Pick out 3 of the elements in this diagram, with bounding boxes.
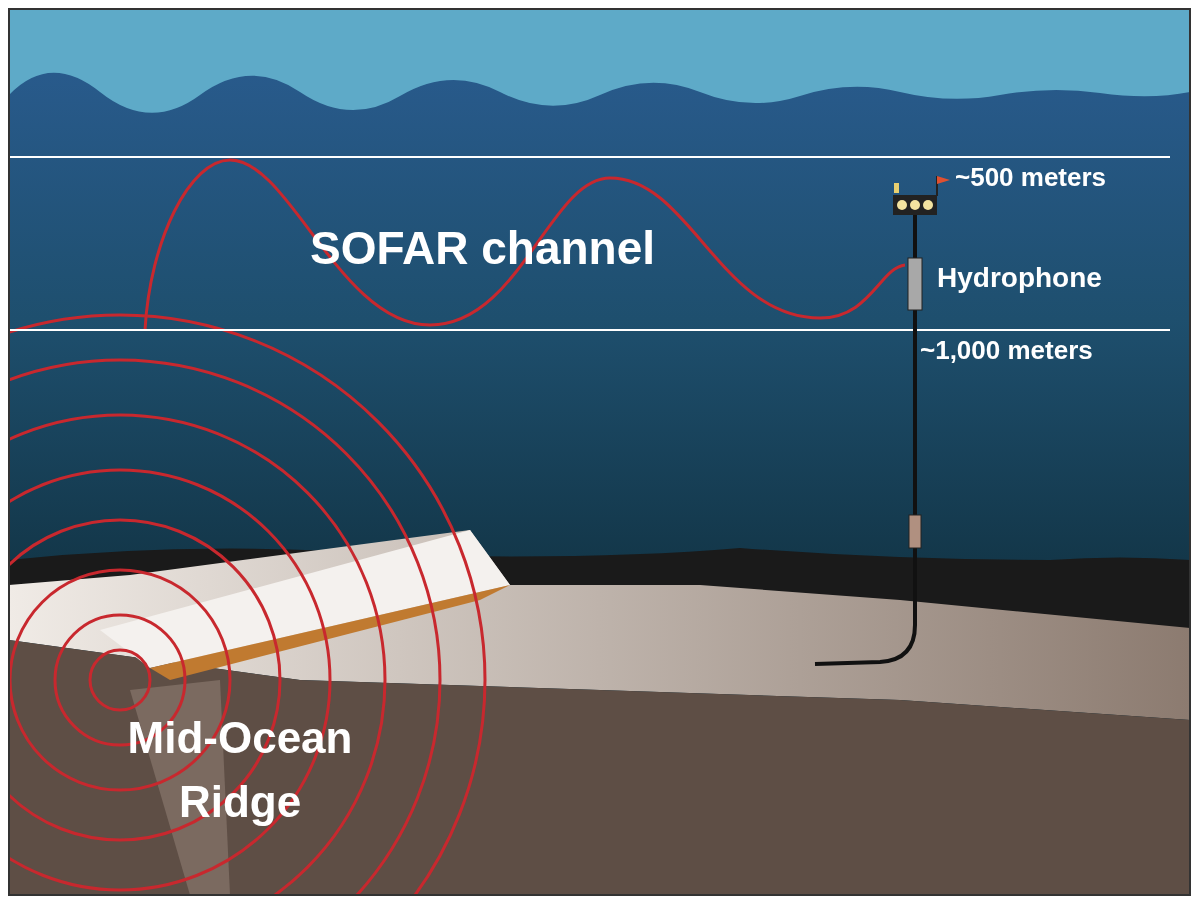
instrument-label: Hydrophone (937, 262, 1102, 295)
depth-label: ~1,000 meters (920, 336, 1093, 366)
depth-label: ~500 meters (955, 163, 1107, 193)
